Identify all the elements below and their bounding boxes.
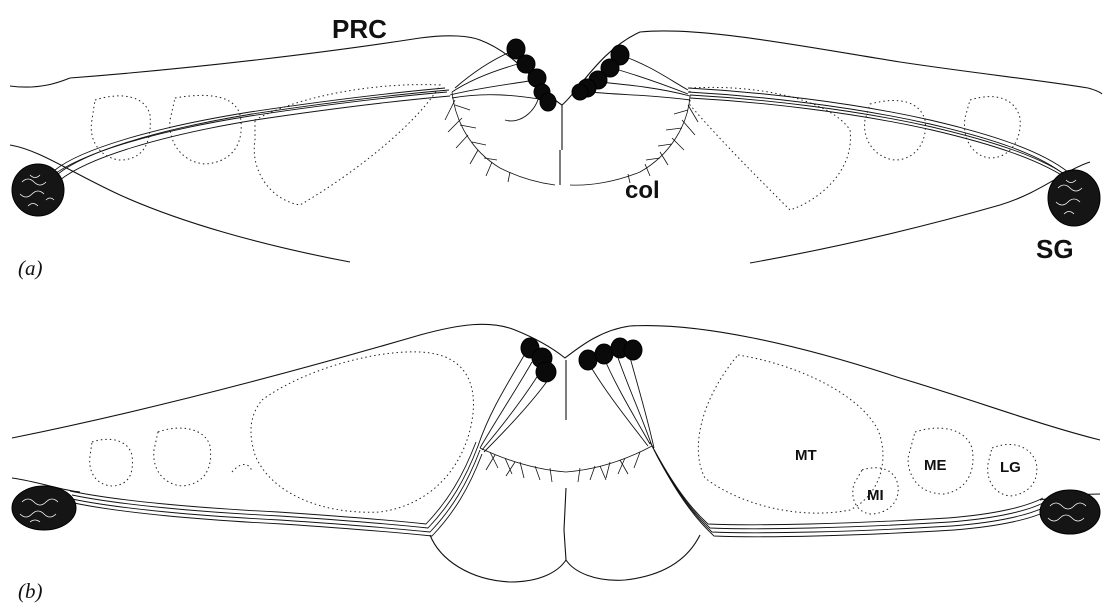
panel-a-neuropil-right-2 <box>964 97 1020 158</box>
panel-b-neuropil-left-mt <box>251 352 474 512</box>
panel-a: PRC col SG (a) <box>10 14 1102 280</box>
panel-b-collaterals <box>480 446 652 482</box>
me-label: ME <box>924 457 947 474</box>
panel-a-left-fiber-tract <box>52 88 450 180</box>
panel-a-right-short-edge <box>1088 88 1102 94</box>
mt-label: MT <box>795 447 817 464</box>
panel-b-left-sg-ganglion <box>12 486 76 530</box>
panel-a-right-sg-ganglion <box>1048 170 1100 226</box>
panel-b-neuropil-left-3 <box>232 465 252 473</box>
lg-label: LG <box>1000 459 1021 476</box>
panel-a-neuropil-left-1 <box>91 96 150 160</box>
panel-a-right-collaterals <box>570 96 698 185</box>
panel-b-label: (b) <box>18 579 43 603</box>
panel-b-neuropil-left-2 <box>154 428 211 486</box>
panel-a-left-short-edge <box>10 78 70 87</box>
col-label: col <box>625 177 660 204</box>
panel-b-left-fiber-tract <box>70 442 482 536</box>
panel-b-neuropil-left-1 <box>90 439 133 486</box>
panel-b-brain-outline <box>12 324 1100 440</box>
panel-b-right-fiber-tract <box>650 442 1049 537</box>
panel-a-neuropil-left-2 <box>170 95 241 164</box>
panel-a-neuropil-right-1 <box>865 101 926 160</box>
sg-label: SG <box>1036 234 1074 264</box>
panel-a-left-somata <box>507 39 556 111</box>
panel-b-midline <box>564 360 566 560</box>
panel-b-right-sg-ganglion <box>1040 490 1100 534</box>
panel-b-left-somata <box>521 338 556 382</box>
panel-b-neuropil-right-mt <box>698 355 883 513</box>
panel-a-label: (a) <box>18 256 43 280</box>
panel-a-right-somata <box>572 45 629 100</box>
prc-label: PRC <box>332 14 387 44</box>
panel-a-left-sg-ganglion <box>12 164 64 216</box>
panel-b-right-neuron-processes <box>588 350 654 448</box>
panel-a-left-collaterals <box>445 92 555 185</box>
panel-a-lower-left-outline <box>10 145 350 262</box>
mi-label: MI <box>867 487 884 504</box>
panel-a-midline <box>560 105 562 185</box>
panel-b: MT ME LG MI (b) <box>12 324 1100 603</box>
panel-a-neuropil-right-3 <box>690 87 850 210</box>
